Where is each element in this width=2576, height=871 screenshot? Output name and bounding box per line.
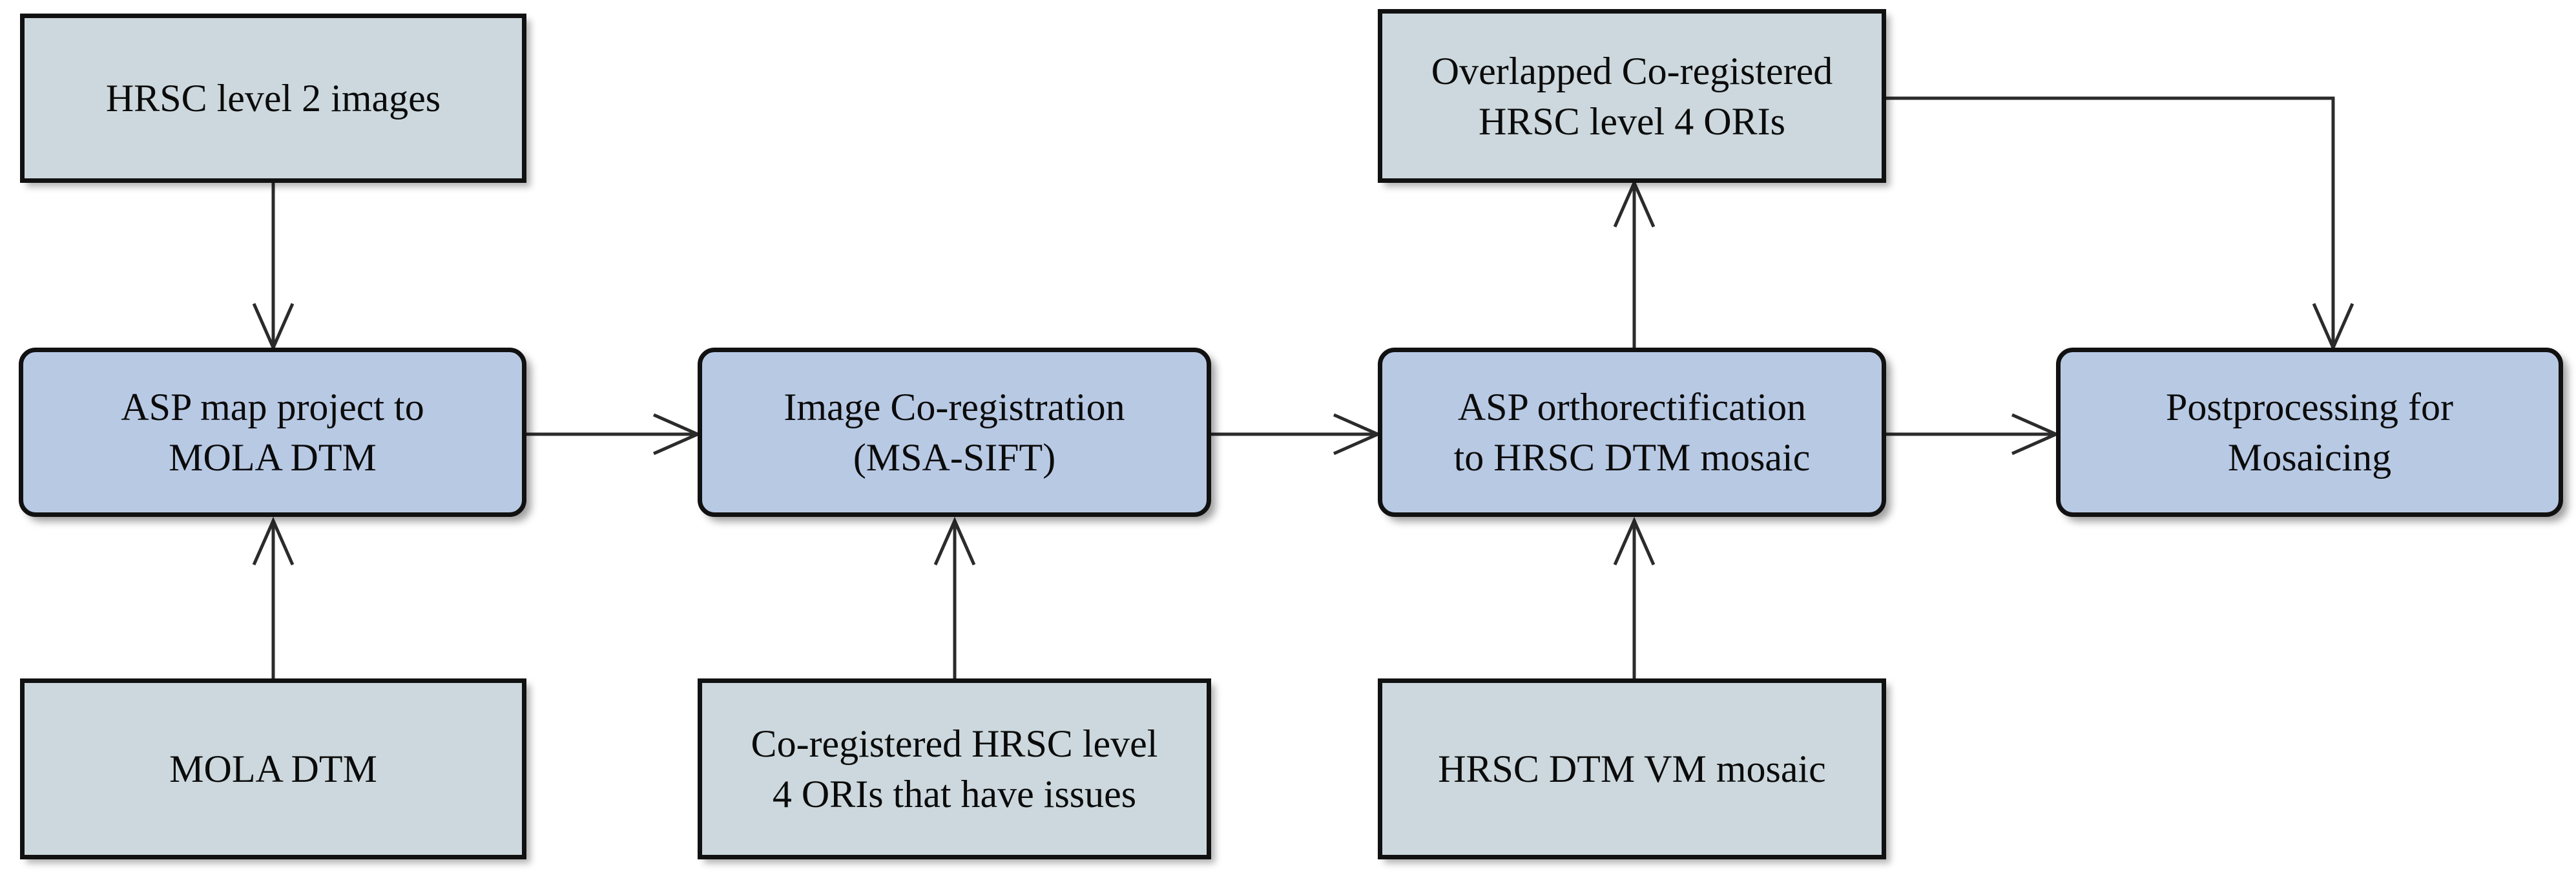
- node-asp-map-project-to-mola-dtm[interactable]: ASP map project to MOLA DTM: [19, 348, 526, 517]
- edge-coreg-to-ortho: [1211, 413, 1382, 456]
- node-label: HRSC DTM VM mosaic: [1438, 748, 1826, 790]
- node-label: Image Co-registration (MSA-SIFT): [784, 386, 1125, 479]
- node-label: MOLA DTM: [169, 748, 377, 790]
- node-image-co-registration-msa-sift[interactable]: Image Co-registration (MSA-SIFT): [698, 348, 1211, 517]
- edge-asp-map-to-coreg: [526, 413, 702, 456]
- node-hrsc-level-2-images[interactable]: HRSC level 2 images: [20, 14, 526, 183]
- node-asp-orthorectification-to-hrsc-dtm-mosaic[interactable]: ASP orthorectification to HRSC DTM mosai…: [1378, 348, 1886, 517]
- node-coregistered-hrsc-level-4-oris-that-have-issues[interactable]: Co-registered HRSC level 4 ORIs that hav…: [698, 678, 1211, 859]
- edge-ortho-to-postproc: [1886, 413, 2061, 456]
- edge-hrsc-l2-to-asp-map: [252, 183, 295, 352]
- node-mola-dtm[interactable]: MOLA DTM: [20, 678, 526, 859]
- node-label: Postprocessing for Mosaicing: [2166, 386, 2453, 479]
- edge-hrsc-dtm-vm-to-ortho: [1613, 516, 1656, 678]
- edge-ortho-to-overlapped-ori: [1613, 178, 1656, 348]
- node-hrsc-dtm-vm-mosaic[interactable]: HRSC DTM VM mosaic: [1378, 678, 1886, 859]
- edge-mola-to-asp-map: [252, 516, 295, 678]
- node-overlapped-coregistered-hrsc-level-4-oris[interactable]: Overlapped Co-registered HRSC level 4 OR…: [1378, 9, 1886, 183]
- node-postprocessing-for-mosaicing[interactable]: Postprocessing for Mosaicing: [2056, 348, 2563, 517]
- edge-overlapped-ori-to-postproc: [1886, 96, 2354, 352]
- node-label: ASP map project to MOLA DTM: [121, 386, 424, 479]
- node-label: Overlapped Co-registered HRSC level 4 OR…: [1431, 49, 1833, 143]
- node-label: ASP orthorectification to HRSC DTM mosai…: [1453, 386, 1811, 479]
- node-label: HRSC level 2 images: [105, 77, 441, 120]
- node-label: Co-registered HRSC level 4 ORIs that hav…: [751, 722, 1158, 815]
- edge-coreg-issues-to-coreg: [933, 516, 976, 678]
